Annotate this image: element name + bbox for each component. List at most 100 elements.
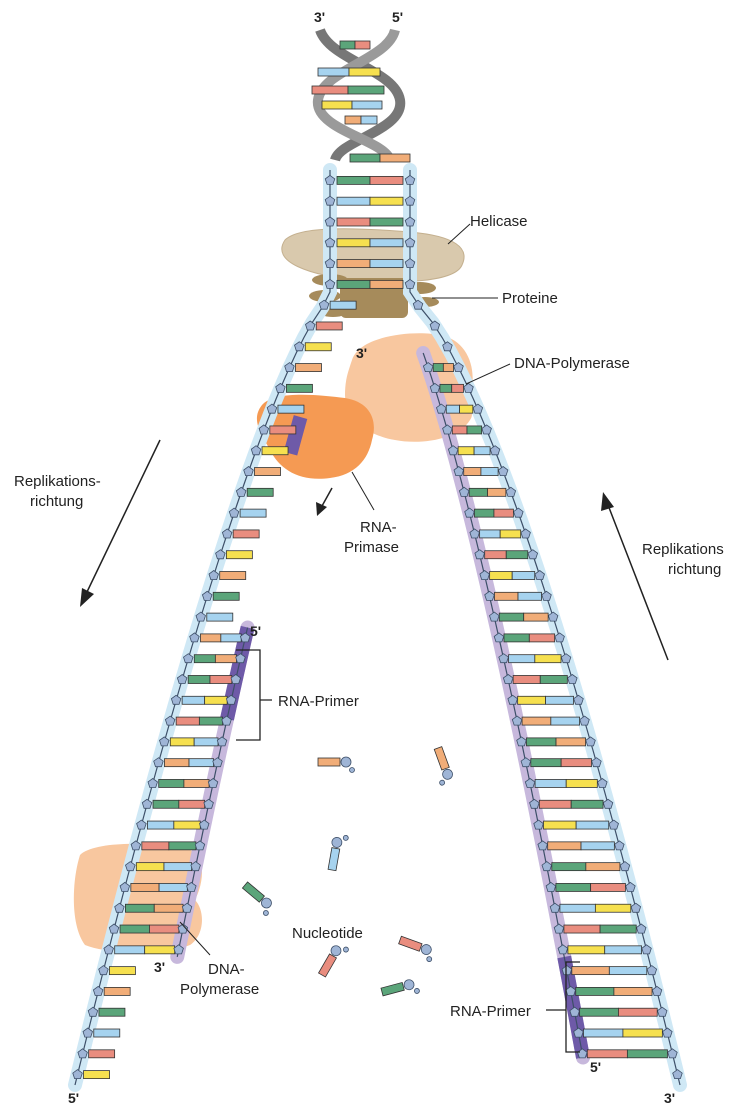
leading-base — [490, 572, 513, 580]
free-nucleotide — [428, 746, 455, 786]
leading-base — [564, 925, 600, 933]
leading-base — [623, 1029, 662, 1037]
nucleotide-base — [434, 747, 449, 770]
end-label-leading-3: 3' — [356, 345, 367, 361]
template-base — [207, 613, 233, 621]
leading-base — [618, 1008, 657, 1016]
rna-primase-label-line2: Primase — [344, 539, 399, 556]
template-base — [330, 301, 356, 309]
replication-arrowhead-right — [601, 492, 614, 511]
lagging-base — [125, 904, 154, 912]
replication-right-label-line2: richtung — [668, 561, 721, 578]
leading-base — [583, 1029, 622, 1037]
leading-base — [551, 717, 580, 725]
primase-primer-segment — [290, 417, 300, 454]
lagging-base — [154, 904, 183, 912]
helix-base — [340, 41, 355, 49]
helix-base — [350, 154, 380, 162]
lagging-base — [221, 634, 241, 642]
lagging-base — [200, 634, 220, 642]
helix-base — [380, 154, 410, 162]
leading-base — [469, 488, 487, 496]
leading-base — [446, 405, 459, 413]
leading-base — [561, 759, 591, 767]
free-nucleotide — [327, 833, 349, 872]
paired-base — [337, 197, 370, 205]
template-base — [262, 447, 288, 455]
leading-base — [580, 1008, 619, 1016]
leading-base — [460, 405, 473, 413]
end-label-lagging-3: 3' — [154, 959, 165, 975]
leading-base — [494, 509, 513, 517]
template-base — [255, 468, 281, 476]
replication-right-label-line1: Replikations — [642, 541, 724, 558]
template-base — [286, 384, 312, 392]
replication-left-label-line1: Replikations- — [14, 473, 101, 490]
leading-base — [480, 530, 501, 538]
leading-base — [481, 468, 498, 476]
end-label-bottom-right-5: 5' — [590, 1059, 601, 1075]
leading-base — [548, 842, 581, 850]
helix-base — [355, 41, 370, 49]
dna-polymerase-bottom-label-line1: DNA- — [208, 961, 245, 978]
lagging-base — [179, 800, 205, 808]
template-base — [104, 987, 130, 995]
leading-base — [595, 904, 630, 912]
lagging-base — [147, 821, 173, 829]
leading-base — [440, 384, 452, 392]
lagging-base — [164, 863, 192, 871]
leading-base — [627, 1050, 667, 1058]
leading-base — [452, 384, 464, 392]
nucleotide-base — [381, 982, 404, 995]
lagging-base — [176, 717, 199, 725]
end-label-bottom-left-5: 5' — [68, 1090, 79, 1106]
lagging-base — [188, 675, 210, 683]
leading-base — [614, 987, 652, 995]
helicase-callout — [448, 224, 470, 244]
lagging-base — [131, 883, 159, 891]
end-label-bottom-right-3: 3' — [664, 1090, 675, 1106]
replication-arrow-right — [608, 505, 668, 660]
template-base — [270, 426, 296, 434]
nucleotide-base — [319, 954, 337, 977]
leading-base — [526, 738, 556, 746]
nucleotide-phosphate — [426, 956, 432, 962]
lagging-base — [120, 925, 149, 933]
leading-base — [467, 426, 482, 434]
paired-base — [337, 218, 370, 226]
nucleotide-phosphate — [350, 768, 355, 773]
template-base — [240, 509, 266, 517]
leading-base — [535, 655, 561, 663]
template-base — [220, 572, 246, 580]
nucleotide-sugar — [341, 757, 351, 767]
primase-callout — [352, 472, 374, 510]
lagging-base — [215, 655, 236, 663]
leading-base — [540, 675, 567, 683]
template-base — [94, 1029, 120, 1037]
primase-arrow — [322, 488, 332, 506]
nucleotide-phosphate — [343, 835, 349, 841]
template-base — [84, 1071, 110, 1079]
nucleotide-phosphate — [439, 779, 445, 785]
free-nucleotide — [318, 941, 350, 980]
leading-base — [499, 613, 523, 621]
helix-base — [345, 116, 361, 124]
leading-base — [458, 447, 474, 455]
template-base — [89, 1050, 115, 1058]
helix-base — [318, 68, 349, 76]
helix-base — [352, 101, 382, 109]
leading-base — [524, 613, 548, 621]
replication-left-label-line2: richtung — [30, 493, 83, 510]
lagging-base — [194, 655, 215, 663]
lagging-base — [153, 800, 179, 808]
leading-base — [544, 821, 577, 829]
paired-base — [370, 218, 403, 226]
nucleotide-base — [328, 848, 340, 871]
leading-base — [539, 800, 571, 808]
paired-base — [370, 280, 403, 288]
rna-primer-right-label: RNA-Primer — [450, 1003, 531, 1020]
leading-base — [546, 696, 574, 704]
leading-base — [560, 904, 595, 912]
replication-arrowhead-left — [80, 588, 94, 607]
